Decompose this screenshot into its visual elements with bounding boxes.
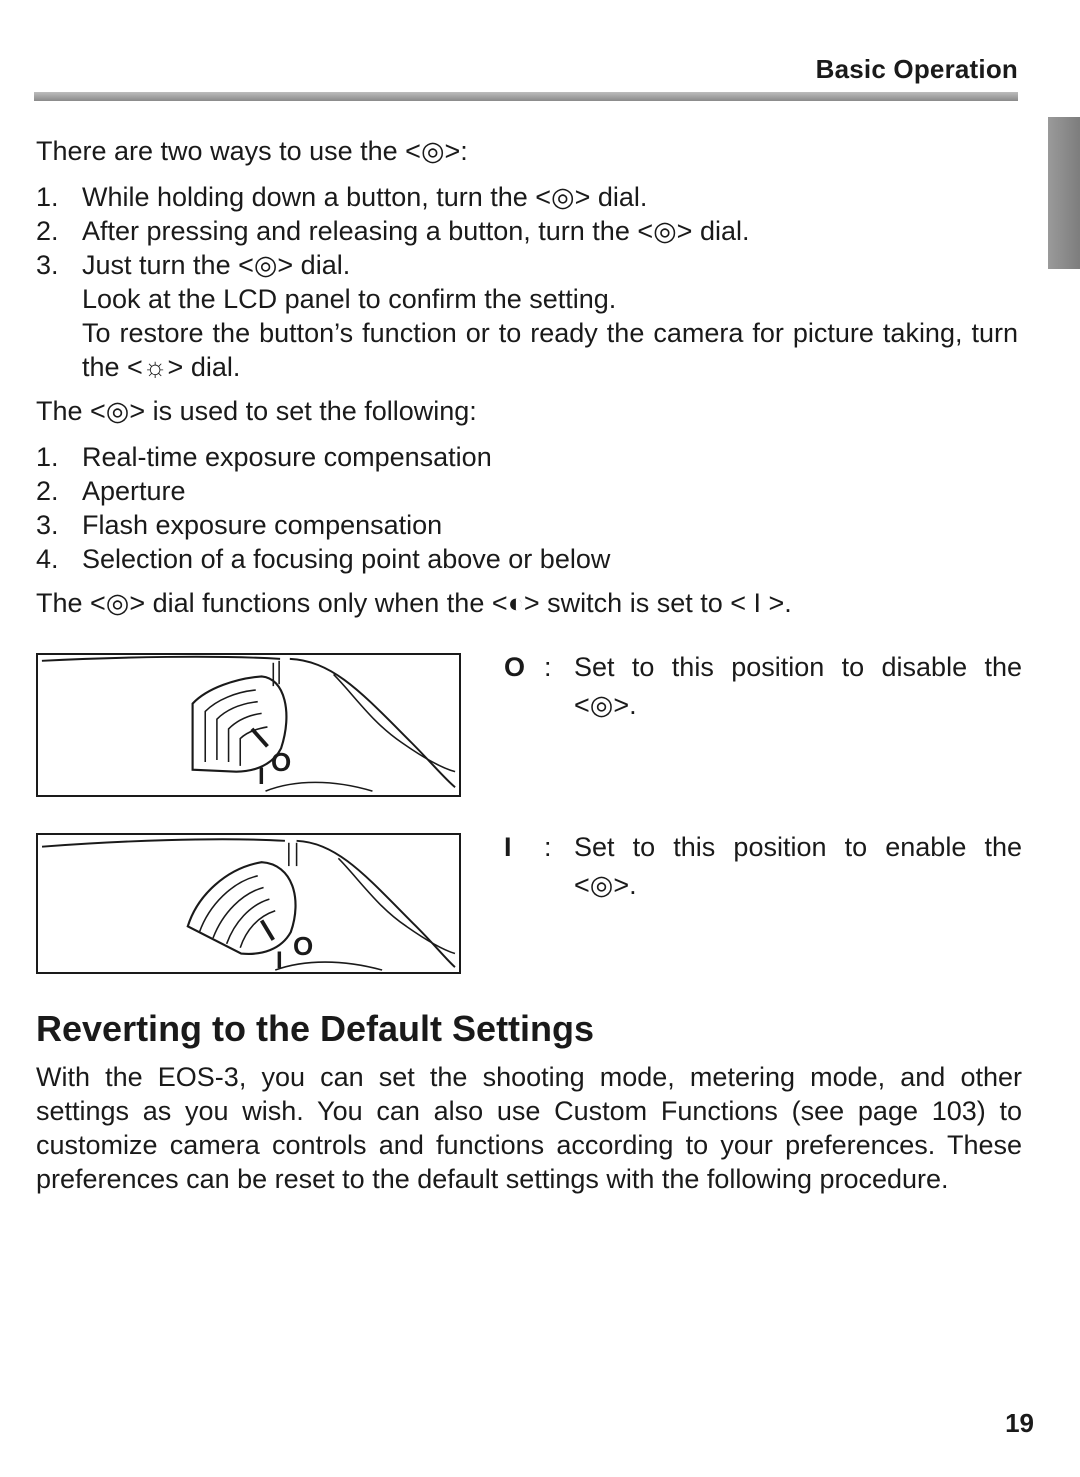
legend-item-off: O : Set to this position to disable the … [504,648,1022,724]
page-number: 19 [1005,1408,1034,1438]
list-number: 1. [36,442,59,472]
list-number: 3. [36,250,59,280]
figure-label-off: O [293,931,314,961]
switch-on-drawing [41,838,456,971]
list-item: 4. Selection of a focusing point above o… [36,542,1018,576]
legend-text: Set to this position to disable the <◎>. [574,652,1022,720]
legend-item-on: I : Set to this position to enable the <… [504,828,1022,904]
list-text: Aperture [82,476,186,506]
list-text: Flash exposure compensation [82,510,443,540]
legend-colon: : [544,832,552,862]
list-item: 1. Real-time exposure compensation [36,440,1018,474]
list-text: Real-time exposure compensation [82,442,492,472]
list-note: Look at the LCD panel to confirm the set… [36,282,1018,316]
intro-list: 1. While holding down a button, turn the… [36,180,1018,384]
list-number: 2. [36,216,59,246]
list-item: 3. Just turn the <◎> dial. [36,248,1018,282]
list-number: 4. [36,544,59,574]
list-number: 2. [36,476,59,506]
uses-lead: The <◎> is used to set the following: [36,396,477,426]
intro-lead: There are two ways to use the <◎>: [36,136,468,166]
switch-off-illustration: O I [36,653,461,797]
figure-label-off: O [271,747,292,777]
legend-symbol: O [504,652,526,682]
uses-list: 1. Real-time exposure compensation 2. Ap… [36,440,1018,576]
list-text: Selection of a focusing point above or b… [82,544,611,574]
header-title: Basic Operation [815,54,1018,84]
list-note: To restore the button’s function or to r… [36,316,1018,384]
section-tab [1048,117,1080,269]
legend-text: Set to this position to enable the <◎>. [574,832,1022,900]
figure-label-on: I [258,763,265,790]
legend-symbol: I [504,832,512,862]
list-number: 1. [36,182,59,212]
switch-on-illustration: O I [36,833,461,974]
header-rule [34,92,1018,101]
list-number: 3. [36,510,59,540]
note-lcd: Look at the LCD panel to confirm the set… [82,284,617,314]
legend-colon: : [544,652,552,682]
list-item: 2. After pressing and releasing a button… [36,214,1018,248]
section-paragraph: With the EOS-3, you can set the shooting… [36,1062,1022,1194]
list-text: Just turn the <◎> dial. [82,250,351,280]
list-text: While holding down a button, turn the <◎… [82,182,648,212]
switch-off-drawing [41,655,456,792]
list-item: 3. Flash exposure compensation [36,508,1018,542]
switch-note: The <◎> dial functions only when the <◐>… [36,588,792,618]
list-item: 1. While holding down a button, turn the… [36,180,1018,214]
list-item: 2. Aperture [36,474,1018,508]
list-text: After pressing and releasing a button, t… [82,216,750,246]
note-restore: To restore the button’s function or to r… [82,318,1018,382]
section-title: Reverting to the Default Settings [36,1008,595,1049]
figure-label-on: I [276,947,283,974]
